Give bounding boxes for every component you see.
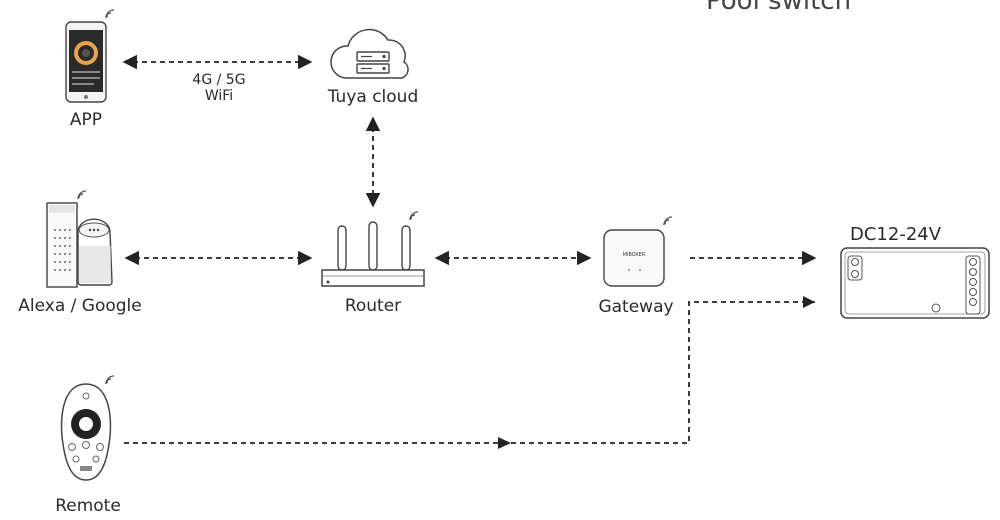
gateway-brand: MiBOXER [623, 252, 646, 258]
router-icon [321, 211, 425, 287]
router-label: Router [344, 296, 402, 316]
smart-speaker-icon [46, 190, 113, 288]
controller-icon [840, 247, 990, 319]
link-network-label: 4G / 5G [192, 72, 246, 88]
gateway-icon: MiBOXER [603, 216, 673, 287]
partial-title: Pool switch [706, 0, 852, 16]
smartphone-icon [65, 9, 115, 103]
controller-label: DC12-24V [850, 224, 942, 245]
cloud-server-icon [330, 28, 409, 79]
gateway-label: Gateway [598, 297, 674, 317]
link-app-cloud-label: 4G / 5G WiFi [192, 72, 245, 104]
remote-label: Remote [55, 496, 121, 516]
connection-lines [122, 54, 817, 449]
alexa-label: Alexa / Google [18, 296, 142, 316]
link-wifi-label: WiFi [204, 88, 234, 104]
remote-control-icon [60, 375, 115, 481]
cloud-label: Tuya cloud [327, 87, 419, 107]
app-label: APP [69, 110, 103, 130]
link-remote-controller [124, 301, 815, 444]
